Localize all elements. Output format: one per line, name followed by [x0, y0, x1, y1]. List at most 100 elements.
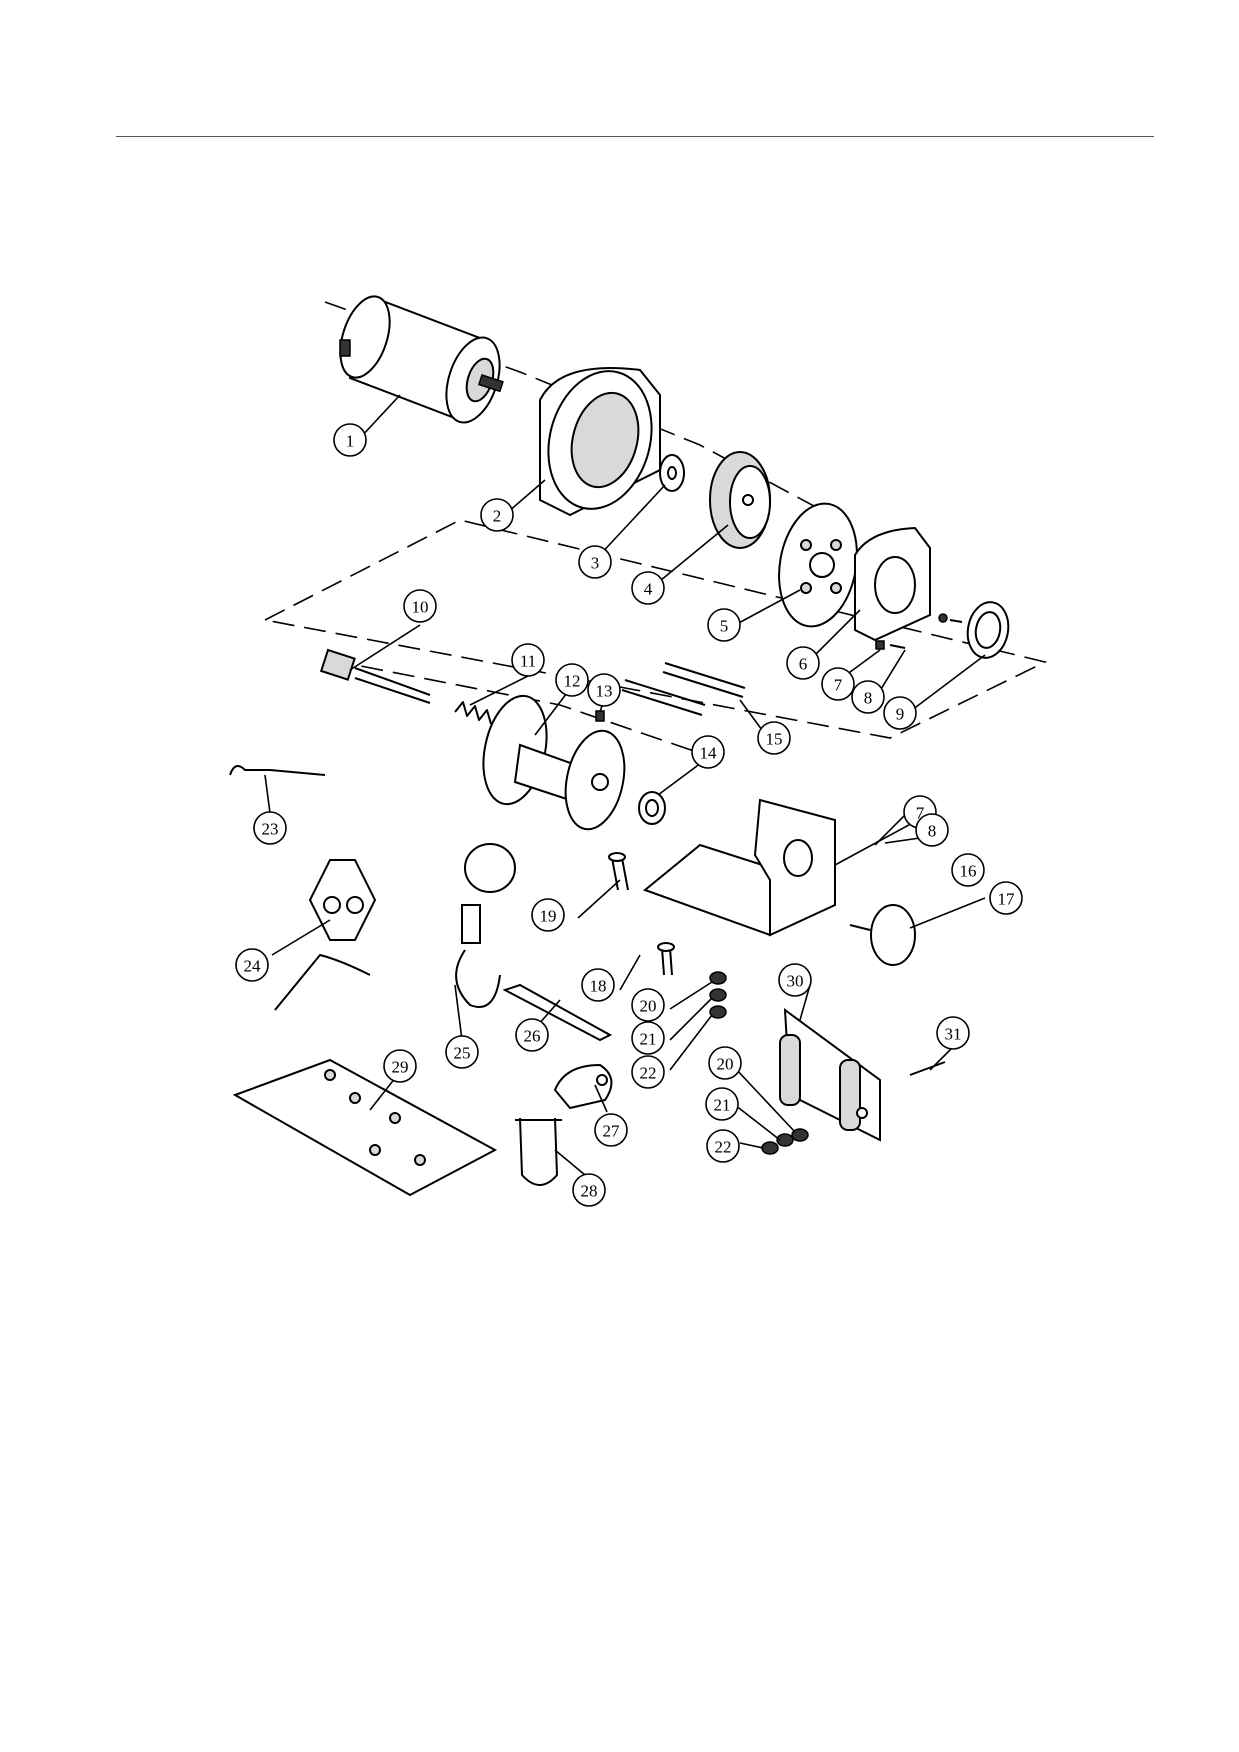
callout-23: 23 — [253, 811, 287, 845]
callout-22: 22 — [706, 1129, 740, 1163]
callout-21: 21 — [631, 1021, 665, 1055]
part-end-cover — [854, 526, 931, 642]
callout-27: 27 — [594, 1113, 628, 1147]
svg-text:9: 9 — [896, 705, 905, 724]
part-nut-stack-lower — [761, 1128, 809, 1155]
svg-text:1: 1 — [346, 432, 355, 451]
callout-31: 31 — [936, 1016, 970, 1050]
callout-18: 18 — [581, 968, 615, 1002]
svg-text:6: 6 — [799, 655, 808, 674]
callout-8: 8 — [851, 680, 885, 714]
callout-16: 16 — [951, 853, 985, 887]
part-cable-hook — [455, 843, 516, 1008]
callout-17: 17 — [989, 881, 1023, 915]
part-roller-fairlead — [779, 1007, 881, 1142]
svg-text:31: 31 — [945, 1025, 962, 1044]
svg-text:8: 8 — [864, 689, 873, 708]
callout-4: 4 — [631, 571, 665, 605]
part-hand-strap — [502, 983, 613, 1042]
part-washer — [659, 454, 685, 492]
part-gear-carrier — [709, 451, 771, 549]
callout-5: 5 — [707, 608, 741, 642]
svg-text:3: 3 — [591, 554, 600, 573]
callout-26: 26 — [515, 1018, 549, 1052]
part-remote-control — [274, 859, 377, 1011]
part-clutch-knob — [849, 904, 916, 966]
callout-14: 14 — [691, 735, 725, 769]
svg-text:5: 5 — [720, 617, 729, 636]
svg-text:30: 30 — [787, 972, 804, 991]
part-snatch-block — [553, 1063, 613, 1110]
callout-12: 12 — [555, 663, 589, 697]
callout-8: 8 — [915, 813, 949, 847]
callout-22: 22 — [631, 1055, 665, 1089]
callout-9: 9 — [883, 696, 917, 730]
svg-text:10: 10 — [412, 598, 429, 617]
part-wire-clip — [229, 765, 326, 776]
svg-text:7: 7 — [834, 676, 843, 695]
callout-29: 29 — [383, 1049, 417, 1083]
svg-text:11: 11 — [520, 652, 536, 671]
svg-text:20: 20 — [640, 997, 657, 1016]
callout-20: 20 — [631, 988, 665, 1022]
part-gear-housing — [539, 367, 661, 517]
svg-text:13: 13 — [596, 682, 613, 701]
part-screw-set-upper — [875, 613, 963, 650]
part-ring-gear — [778, 502, 858, 628]
part-base-frame — [643, 798, 836, 937]
part-cable-drum — [482, 694, 626, 831]
part-shackle — [515, 1117, 562, 1186]
svg-text:21: 21 — [714, 1096, 731, 1115]
header-rule — [116, 136, 1154, 137]
svg-text:7: 7 — [916, 804, 925, 823]
callout-30: 30 — [778, 963, 812, 997]
part-motor — [339, 295, 504, 424]
part-bolt-31 — [909, 1061, 946, 1076]
callout-11: 11 — [511, 643, 545, 677]
part-oil-seal — [966, 601, 1010, 659]
svg-text:16: 16 — [960, 862, 977, 881]
svg-text:14: 14 — [700, 744, 718, 763]
part-bolts — [608, 852, 675, 976]
svg-text:19: 19 — [540, 907, 557, 926]
part-drive-shaft — [319, 648, 431, 704]
callout-6: 6 — [786, 646, 820, 680]
callout-20: 20 — [708, 1046, 742, 1080]
callout-10: 10 — [403, 589, 437, 623]
callout-28: 28 — [572, 1173, 606, 1207]
svg-text:18: 18 — [590, 977, 607, 996]
svg-text:24: 24 — [244, 957, 262, 976]
callout-19: 19 — [531, 898, 565, 932]
svg-text:4: 4 — [644, 580, 653, 599]
callout-3: 3 — [578, 545, 612, 579]
callout-24: 24 — [235, 948, 269, 982]
svg-text:2: 2 — [493, 507, 502, 526]
part-set-screw — [595, 710, 605, 722]
callout-21: 21 — [705, 1087, 739, 1121]
callout-leaders — [264, 394, 986, 1176]
callout-13: 13 — [587, 673, 621, 707]
part-tie-rod — [621, 662, 746, 716]
svg-text:15: 15 — [766, 730, 783, 749]
callout-7: 7 — [821, 667, 855, 701]
svg-text:22: 22 — [640, 1064, 657, 1083]
svg-text:23: 23 — [262, 820, 279, 839]
svg-text:26: 26 — [524, 1027, 541, 1046]
svg-text:20: 20 — [717, 1055, 734, 1074]
svg-text:29: 29 — [392, 1058, 409, 1077]
svg-text:17: 17 — [998, 890, 1016, 909]
callout-1: 1 — [333, 423, 367, 457]
svg-text:28: 28 — [581, 1182, 598, 1201]
svg-text:21: 21 — [640, 1030, 657, 1049]
part-mounting-plate — [232, 1058, 498, 1197]
svg-text:12: 12 — [564, 672, 581, 691]
callout-2: 2 — [480, 498, 514, 532]
svg-text:8: 8 — [928, 822, 937, 841]
svg-text:25: 25 — [454, 1044, 471, 1063]
part-bushing — [638, 791, 666, 825]
callout-25: 25 — [445, 1035, 479, 1069]
svg-text:22: 22 — [715, 1138, 732, 1157]
